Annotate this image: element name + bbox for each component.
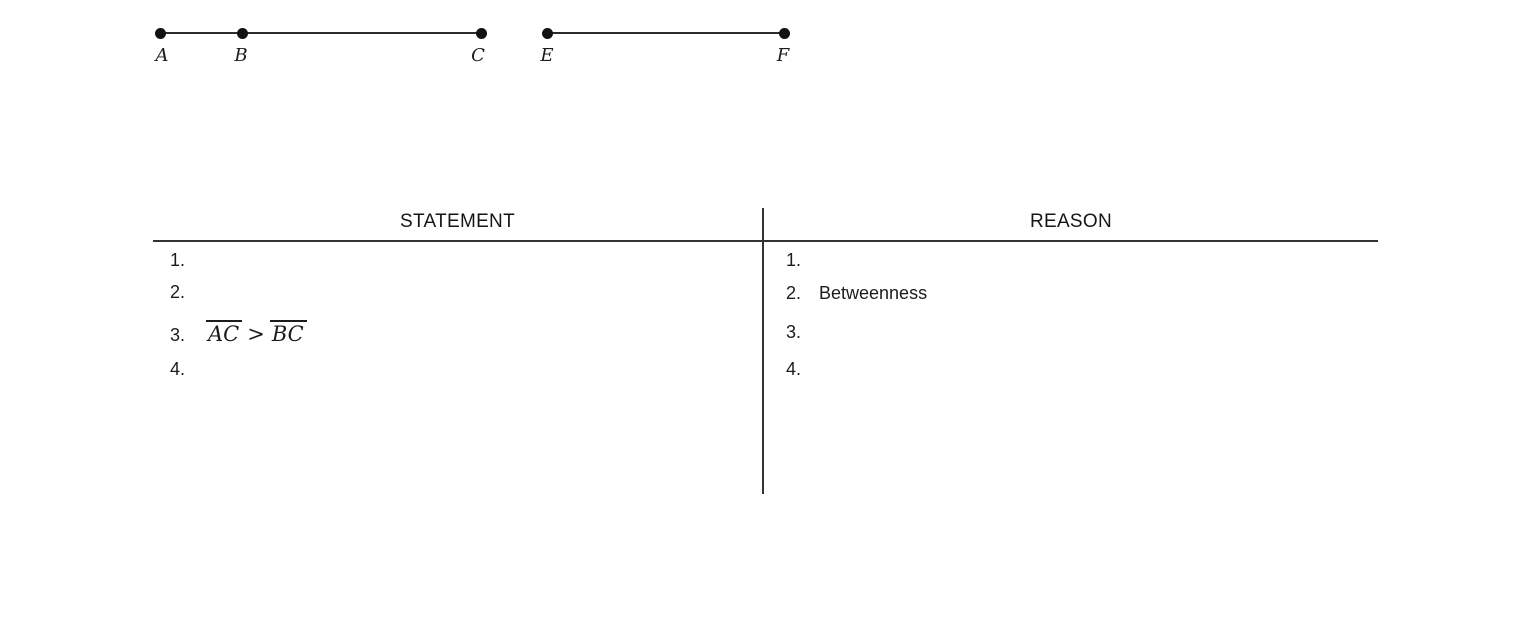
statement-3-number: 3. [170,325,186,345]
statement-1-number: 1. [170,250,186,270]
point-a-dot [155,28,166,39]
statement-header: STATEMENT [400,211,515,232]
segment-ef-line [547,32,784,34]
inequality-operator: > [247,322,265,346]
point-b-label: B [234,45,248,66]
statement-row-1: 1. [170,250,203,271]
statement-2-number: 2. [170,282,186,302]
point-c-label: C [471,45,485,66]
statement-3-math: AC>BC [206,320,307,346]
reason-header: REASON [1029,211,1113,232]
reason-row-3: 3. [786,322,819,343]
reason-row-2: 2. Betweenness [786,283,927,304]
table-column-divider [762,208,764,494]
statement-row-2: 2. [170,282,203,303]
segment-ac-overline: AC [206,320,243,346]
point-b-dot [237,28,248,39]
statement-4-number: 4. [170,359,186,379]
point-f-dot [779,28,790,39]
reason-2-text: Betweenness [819,283,928,303]
reason-3-number: 3. [786,322,802,342]
statement-row-3: 3. AC>BC [170,320,307,346]
reason-row-4: 4. [786,359,819,380]
segment-bc-overline: BC [269,320,307,346]
point-a-label: A [155,45,169,66]
segment-abc-line [160,32,482,34]
point-c-dot [476,28,487,39]
reason-row-1: 1. [786,250,819,271]
point-e-dot [542,28,553,39]
statement-row-4: 4. [170,359,203,380]
reason-1-number: 1. [786,250,802,270]
reason-2-number: 2. [786,283,802,303]
reason-4-number: 4. [786,359,802,379]
point-e-label: E [540,45,554,66]
point-f-label: F [776,45,790,66]
table-header-rule [153,240,1378,242]
